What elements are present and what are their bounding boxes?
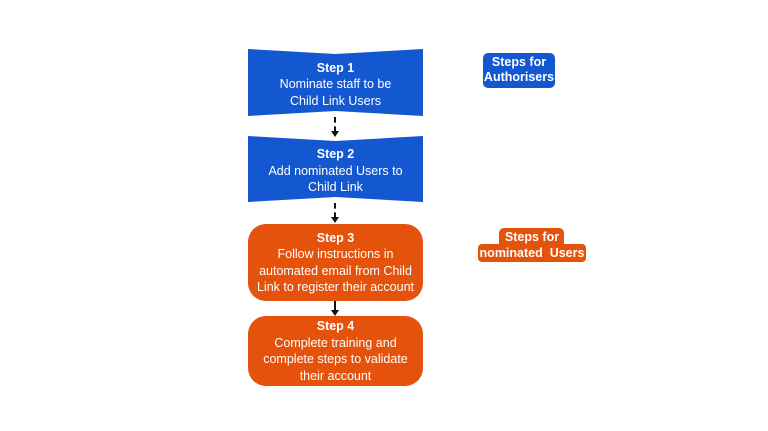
- users-tag-line2: nominated Users: [479, 246, 585, 260]
- connector-2-3: [334, 203, 336, 218]
- connector-3-4: [334, 301, 336, 311]
- authorisers-tag: Steps for Authorisers: [483, 53, 555, 88]
- step-2-box: Step 2 Add nominated Users to Child Link: [248, 136, 423, 202]
- arrowhead-1-2: [331, 131, 339, 137]
- arrowhead-3-4: [331, 310, 339, 316]
- arrowhead-2-3: [331, 217, 339, 223]
- users-tag-top-shape: [499, 228, 564, 246]
- step-1-box: Step 1 Nominate staff to be Child Link U…: [248, 49, 423, 116]
- step-2-text: Add nominated Users to Child Link: [268, 163, 403, 195]
- step-4-text: Complete training and complete steps to …: [263, 335, 408, 383]
- step-1-text: Nominate staff to be Child Link Users: [279, 77, 392, 108]
- step-4-box: Step 4 Complete training and complete st…: [248, 316, 423, 386]
- connector-1-2: [334, 117, 336, 132]
- authorisers-tag-line1: Steps for: [491, 55, 547, 69]
- users-tag-text: Steps for nominated Users: [478, 229, 586, 261]
- authorisers-tag-line2: Authorisers: [483, 70, 555, 84]
- users-tag-line1: Steps for: [504, 230, 560, 244]
- step-3-text: Follow instructions in automated email f…: [256, 247, 415, 294]
- step-4-title: Step 4: [316, 319, 355, 333]
- step-2-title: Step 2: [316, 147, 355, 162]
- users-tag-bottom-shape: [478, 244, 586, 262]
- step-1-title: Step 1: [316, 60, 355, 75]
- step-3-box: Step 3 Follow instructions in automated …: [248, 224, 423, 301]
- step-3-title: Step 3: [316, 230, 355, 245]
